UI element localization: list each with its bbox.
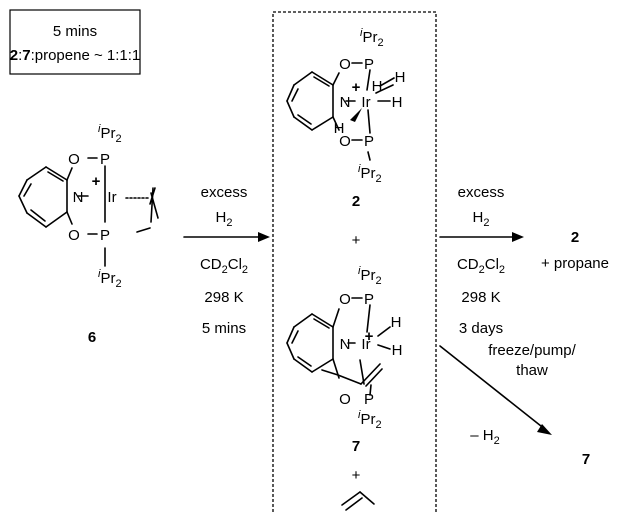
atom-Ir: Ir <box>107 189 116 206</box>
compound-6-structure <box>18 157 159 267</box>
atom-P: P <box>100 227 110 244</box>
charge: + <box>352 79 361 96</box>
left-temperature-label: 298 K <box>204 289 243 306</box>
left-solvent-label: CD2Cl2 <box>200 256 248 276</box>
ipr2-label: iPr2 <box>98 123 122 145</box>
compound-label-7: 7 <box>352 438 360 455</box>
ipr2-label: iPr2 <box>98 268 122 290</box>
atom-O: O <box>68 227 80 244</box>
compound-7-structure <box>286 297 391 396</box>
right-temperature-label: 298 K <box>461 289 500 306</box>
atom-O: O <box>339 133 351 150</box>
info-time: 5 mins <box>53 23 97 40</box>
charge: + <box>365 328 374 345</box>
right-reaction-arrow <box>439 232 524 242</box>
left-h2-label: H2 <box>216 209 233 229</box>
compound-label-2: 2 <box>352 193 360 210</box>
ipr2-label: iPr2 <box>358 265 382 287</box>
product-label-2: 2 <box>571 229 579 246</box>
atom-P: P <box>364 56 374 73</box>
left-time-label: 5 mins <box>202 320 246 337</box>
product-plus-propane: + propane <box>541 255 609 272</box>
atom-P: P <box>100 151 110 168</box>
atom-H: H <box>391 314 402 331</box>
ipr2-label: iPr2 <box>358 409 382 431</box>
compound-label-6: 6 <box>88 329 96 346</box>
atom-H: H <box>334 120 345 137</box>
atom-O: O <box>339 56 351 73</box>
atom-N: N <box>340 94 351 111</box>
ipr2-label: iPr2 <box>360 27 384 49</box>
atom-N: N <box>73 189 84 206</box>
left-excess-label: excess <box>201 184 248 201</box>
plus-sign: + <box>352 232 361 249</box>
diag-h2-loss-label: – H2 <box>470 427 499 447</box>
right-h2-label: H2 <box>473 209 490 229</box>
propene-structure <box>341 491 375 511</box>
atom-O: O <box>339 291 351 308</box>
atom-O: O <box>68 151 80 168</box>
atom-H: H <box>395 69 406 86</box>
atom-Ir: Ir <box>361 336 370 353</box>
right-excess-label: excess <box>458 184 505 201</box>
right-solvent-label: CD2Cl2 <box>457 256 505 276</box>
dashed-intermediate-box <box>272 11 437 512</box>
ratio-info-box: 5 mins 2:7:propene ~ 1:1:1 <box>9 9 141 75</box>
atom-N: N <box>340 336 351 353</box>
atom-H: H <box>372 78 383 95</box>
atom-P: P <box>364 133 374 150</box>
atom-Ir: Ir <box>361 94 370 111</box>
diagonal-reaction-arrow <box>439 345 552 435</box>
charge: + <box>92 173 101 190</box>
right-time-label: 3 days <box>459 320 503 337</box>
diag-condition-line2: thaw <box>516 362 548 379</box>
plus-sign: + <box>352 467 361 484</box>
compound-2-structure <box>286 62 395 161</box>
left-reaction-arrow <box>183 232 270 242</box>
diag-condition-line1: freeze/pump/ <box>488 342 576 359</box>
ipr2-label: iPr2 <box>358 163 382 185</box>
atom-O: O <box>339 391 351 408</box>
atom-P: P <box>364 291 374 308</box>
atom-H: H <box>392 342 403 359</box>
info-ratio: 2:7:propene ~ 1:1:1 <box>10 47 141 64</box>
product-label-7: 7 <box>582 451 590 468</box>
atom-H: H <box>392 94 403 111</box>
atom-P: P <box>364 391 374 408</box>
